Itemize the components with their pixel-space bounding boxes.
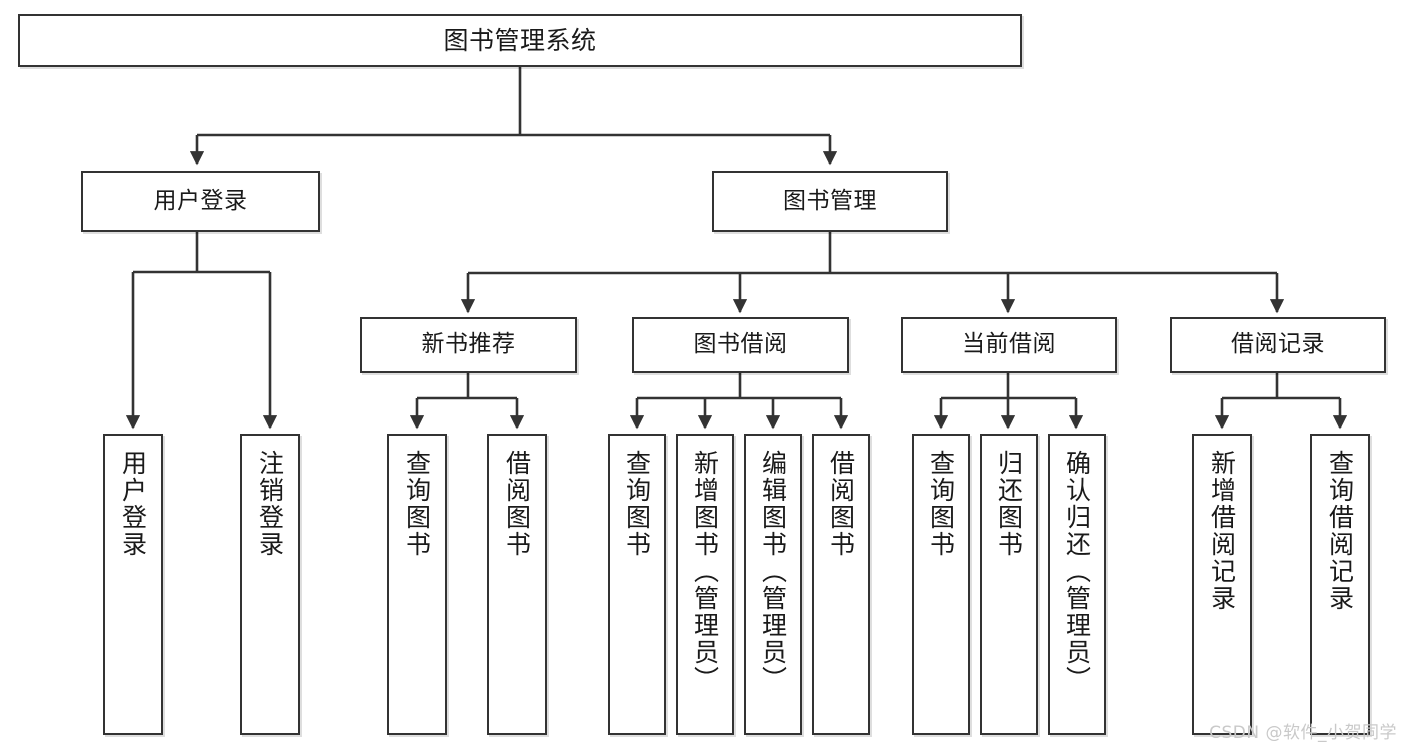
node-leaf-return-book-label: 归还图书 (994, 450, 1024, 558)
node-borrow-record[interactable]: 借阅记录 (1170, 317, 1386, 373)
csdn-watermark: CSDN @软件_小贺同学 (1209, 723, 1397, 743)
node-leaf-query-book-1[interactable]: 查询图书 (387, 434, 447, 735)
node-leaf-edit-book-label: 编辑图书（管理员） (758, 450, 788, 693)
node-leaf-user-login[interactable]: 用户登录 (103, 434, 163, 735)
node-leaf-query-record[interactable]: 查询借阅记录 (1310, 434, 1370, 735)
node-leaf-add-record[interactable]: 新增借阅记录 (1192, 434, 1252, 735)
node-new-book-rec-label: 新书推荐 (421, 331, 516, 358)
node-leaf-confirm-return-label: 确认归还（管理员） (1062, 450, 1092, 693)
node-leaf-confirm-return[interactable]: 确认归还（管理员） (1048, 434, 1106, 735)
node-leaf-borrow-book-2-label: 借阅图书 (826, 450, 856, 558)
node-book-manage-label: 图书管理 (783, 187, 877, 214)
node-user-login[interactable]: 用户登录 (81, 171, 320, 232)
node-leaf-return-book[interactable]: 归还图书 (980, 434, 1038, 735)
node-leaf-add-book[interactable]: 新增图书（管理员） (676, 434, 734, 735)
node-leaf-borrow-book-1-label: 借阅图书 (502, 450, 532, 558)
node-book-borrow[interactable]: 图书借阅 (632, 317, 849, 373)
node-leaf-query-book-1-label: 查询图书 (402, 450, 432, 558)
node-leaf-borrow-book-1[interactable]: 借阅图书 (487, 434, 547, 735)
node-leaf-user-logout-label: 注销登录 (255, 450, 285, 558)
node-user-login-label: 用户登录 (153, 187, 248, 214)
node-leaf-query-book-3[interactable]: 查询图书 (912, 434, 970, 735)
node-leaf-user-logout[interactable]: 注销登录 (240, 434, 300, 735)
node-book-manage[interactable]: 图书管理 (712, 171, 948, 232)
node-leaf-query-book-2[interactable]: 查询图书 (608, 434, 666, 735)
node-root-label: 图书管理系统 (443, 25, 597, 55)
node-current-borrow[interactable]: 当前借阅 (901, 317, 1117, 373)
node-borrow-record-label: 借阅记录 (1231, 331, 1325, 358)
node-leaf-user-login-label: 用户登录 (118, 450, 148, 558)
node-leaf-add-record-label: 新增借阅记录 (1207, 450, 1237, 612)
node-leaf-query-record-label: 查询借阅记录 (1325, 450, 1355, 612)
node-leaf-edit-book[interactable]: 编辑图书（管理员） (744, 434, 802, 735)
node-root[interactable]: 图书管理系统 (18, 14, 1022, 67)
node-leaf-query-book-2-label: 查询图书 (622, 450, 652, 558)
node-leaf-borrow-book-2[interactable]: 借阅图书 (812, 434, 870, 735)
node-new-book-rec[interactable]: 新书推荐 (360, 317, 577, 373)
node-current-borrow-label: 当前借阅 (962, 331, 1056, 358)
node-leaf-add-book-label: 新增图书（管理员） (690, 450, 720, 693)
node-leaf-query-book-3-label: 查询图书 (926, 450, 956, 558)
node-book-borrow-label: 图书借阅 (693, 331, 788, 358)
